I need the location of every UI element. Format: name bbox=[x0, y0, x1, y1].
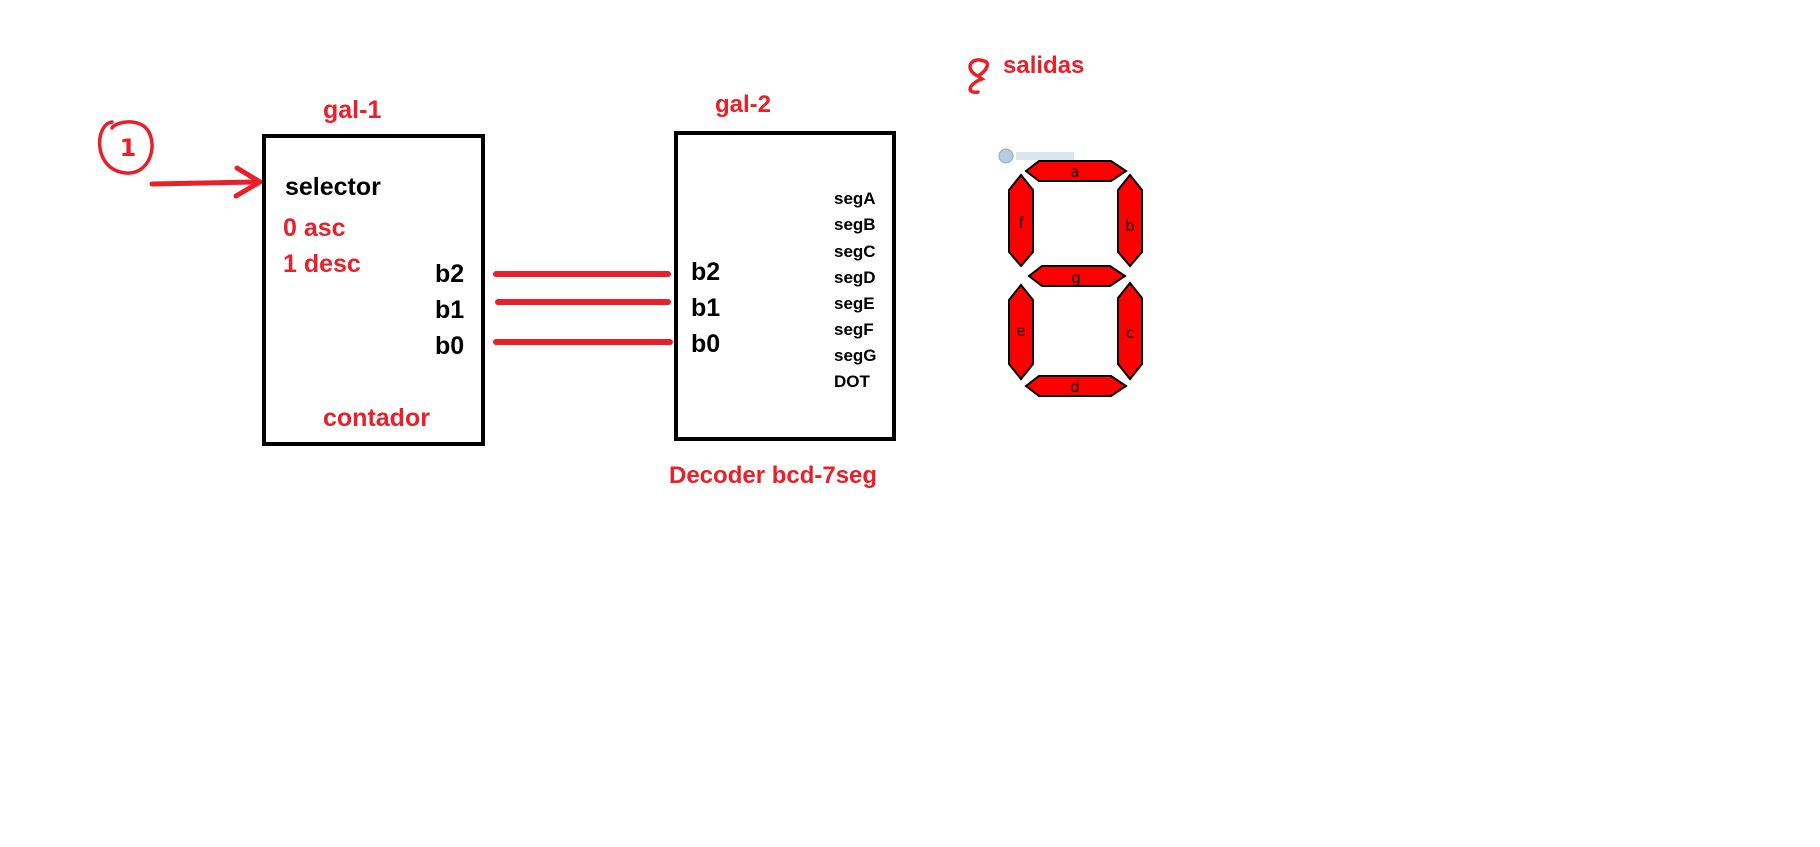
gal2-output-segE: segE bbox=[834, 294, 875, 313]
gal2-output-segC: segC bbox=[834, 242, 876, 261]
gal2-decoder-box bbox=[674, 131, 896, 441]
gal1-title: gal-1 bbox=[323, 96, 382, 124]
gal2-bit-b0: b0 bbox=[691, 330, 721, 358]
gal2-output-segD: segD bbox=[834, 268, 876, 287]
segment-b bbox=[1117, 173, 1143, 268]
gal1-counter-box bbox=[262, 134, 485, 446]
outputs-label: salidas bbox=[1003, 52, 1085, 79]
segment-a bbox=[1024, 160, 1128, 182]
segment-f-letter: f bbox=[1018, 214, 1024, 232]
segment-f bbox=[1008, 173, 1034, 268]
gal1-mode-asc: 0 asc bbox=[283, 214, 346, 242]
gal2-output-dot: DOT bbox=[834, 372, 870, 391]
gal2-caption: Decoder bcd-7seg bbox=[669, 462, 878, 489]
outputs-count-glyph bbox=[968, 58, 990, 94]
gal2-title: gal-2 bbox=[715, 91, 772, 118]
gal2-output-segG: segG bbox=[834, 346, 877, 365]
gal2-output-segB: segB bbox=[834, 215, 876, 234]
segment-e bbox=[1008, 283, 1034, 381]
clock-input-marker: 1 bbox=[98, 120, 154, 175]
bus-wires bbox=[493, 271, 673, 345]
seven-segment-display: a b c d e f g bbox=[998, 148, 1143, 397]
clock-input-number: 1 bbox=[120, 134, 137, 162]
gal2-bit-b2: b2 bbox=[691, 258, 721, 286]
gal1-bit-b1: b1 bbox=[435, 296, 465, 324]
segment-d bbox=[1024, 375, 1128, 397]
gal1-bit-b2: b2 bbox=[435, 260, 465, 288]
gal1-caption: contador bbox=[323, 404, 430, 432]
segment-c bbox=[1117, 281, 1143, 381]
segment-b-letter: b bbox=[1125, 217, 1135, 235]
segment-d-letter: d bbox=[1070, 378, 1080, 396]
gal1-bit-b0: b0 bbox=[435, 332, 465, 360]
gal2-output-segF: segF bbox=[834, 320, 874, 339]
segment-g bbox=[1027, 265, 1127, 287]
gal1-selector-label: selector bbox=[285, 173, 381, 201]
segment-c-letter: c bbox=[1126, 324, 1134, 342]
gal1-mode-desc: 1 desc bbox=[283, 250, 361, 278]
segment-a-letter: a bbox=[1070, 163, 1079, 181]
gal2-bit-b1: b1 bbox=[691, 294, 721, 322]
segment-e-letter: e bbox=[1016, 322, 1025, 340]
gal2-output-segA: segA bbox=[834, 189, 876, 208]
display-brand-icon bbox=[998, 148, 1014, 164]
segment-g-letter: g bbox=[1071, 269, 1081, 287]
right-arrow-icon bbox=[149, 165, 263, 199]
